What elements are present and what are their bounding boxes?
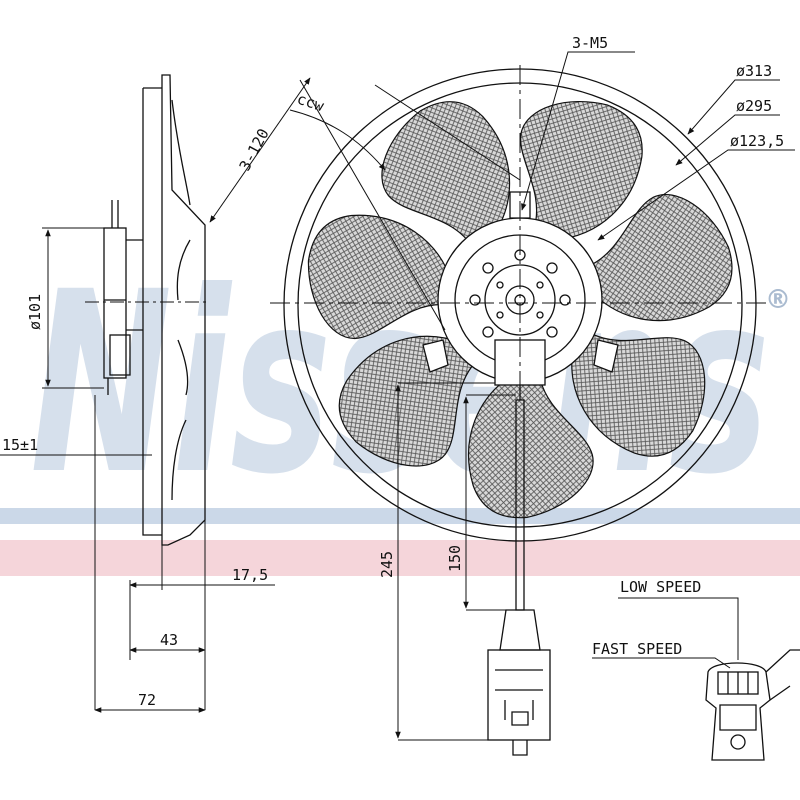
fan-blade [586,193,733,322]
side-offset-label: 15±1 [2,436,38,454]
front-view [209,51,795,756]
side-depth-72-label: 72 [138,691,156,709]
fan-diameter-label: ø295 [736,97,772,115]
side-depth-43-label: 43 [160,631,178,649]
side-depth-17-5-label: 17,5 [232,566,268,584]
holes-leader [521,51,635,211]
hub-hole [546,326,558,338]
cable-length-label: 245 [378,551,396,578]
side-blade-profile [171,99,191,501]
hub-hole [536,311,544,319]
cable-offset-label: 150 [446,545,464,572]
cable-plug-body [487,649,551,741]
fan-blade [381,101,511,246]
cable-plug-detail [495,669,543,756]
fan-diameter-leader [675,114,780,166]
holes-label: 3-M5 [572,34,608,52]
angle-120-dim-line [209,77,311,223]
hub-diameter-label: ø123,5 [730,132,784,150]
hub-hole [469,294,481,306]
connector-detail [592,597,800,761]
hub-hole [496,281,504,289]
connector-side-clip [765,649,800,701]
fast-speed-label: FAST SPEED [592,640,682,658]
rotation-label: ccw [295,90,327,116]
cable-plug-collar [499,609,541,651]
rotation-arrow [289,109,386,171]
mount-tab-right [593,339,619,373]
side-motor-bracket [104,200,143,395]
fan-blade [520,101,643,241]
side-shroud-inner [142,87,162,536]
hub-hole [496,311,504,319]
mount-tab-left [422,339,449,373]
hub-hole [482,262,494,274]
fan-blade [468,371,594,519]
side-diameter-label: ø101 [26,294,44,330]
fan-blade [307,214,454,340]
watermark-red-stripe [0,540,800,576]
hub-hole [559,294,571,306]
hub-diameter-leader [597,149,795,241]
hub-hole [482,326,494,338]
side-motor-block [103,227,127,379]
hub-center-ring [484,264,556,336]
connector-latch [730,734,746,750]
angle-label: 3-120 [236,126,273,174]
hub-hole [546,262,558,274]
side-view [0,74,275,713]
side-motor-connector [109,334,131,376]
outer-diameter-label: ø313 [736,62,772,80]
watermark-registered-mark: ® [765,285,791,315]
outer-diameter-leader [687,79,780,135]
connector-housing [705,662,771,761]
connector-terminals [719,672,757,731]
fast-speed-leader [592,657,731,669]
fan-blade [338,335,476,467]
hub-hole [536,281,544,289]
low-speed-leader [618,597,739,660]
low-speed-label: LOW SPEED [620,578,701,596]
